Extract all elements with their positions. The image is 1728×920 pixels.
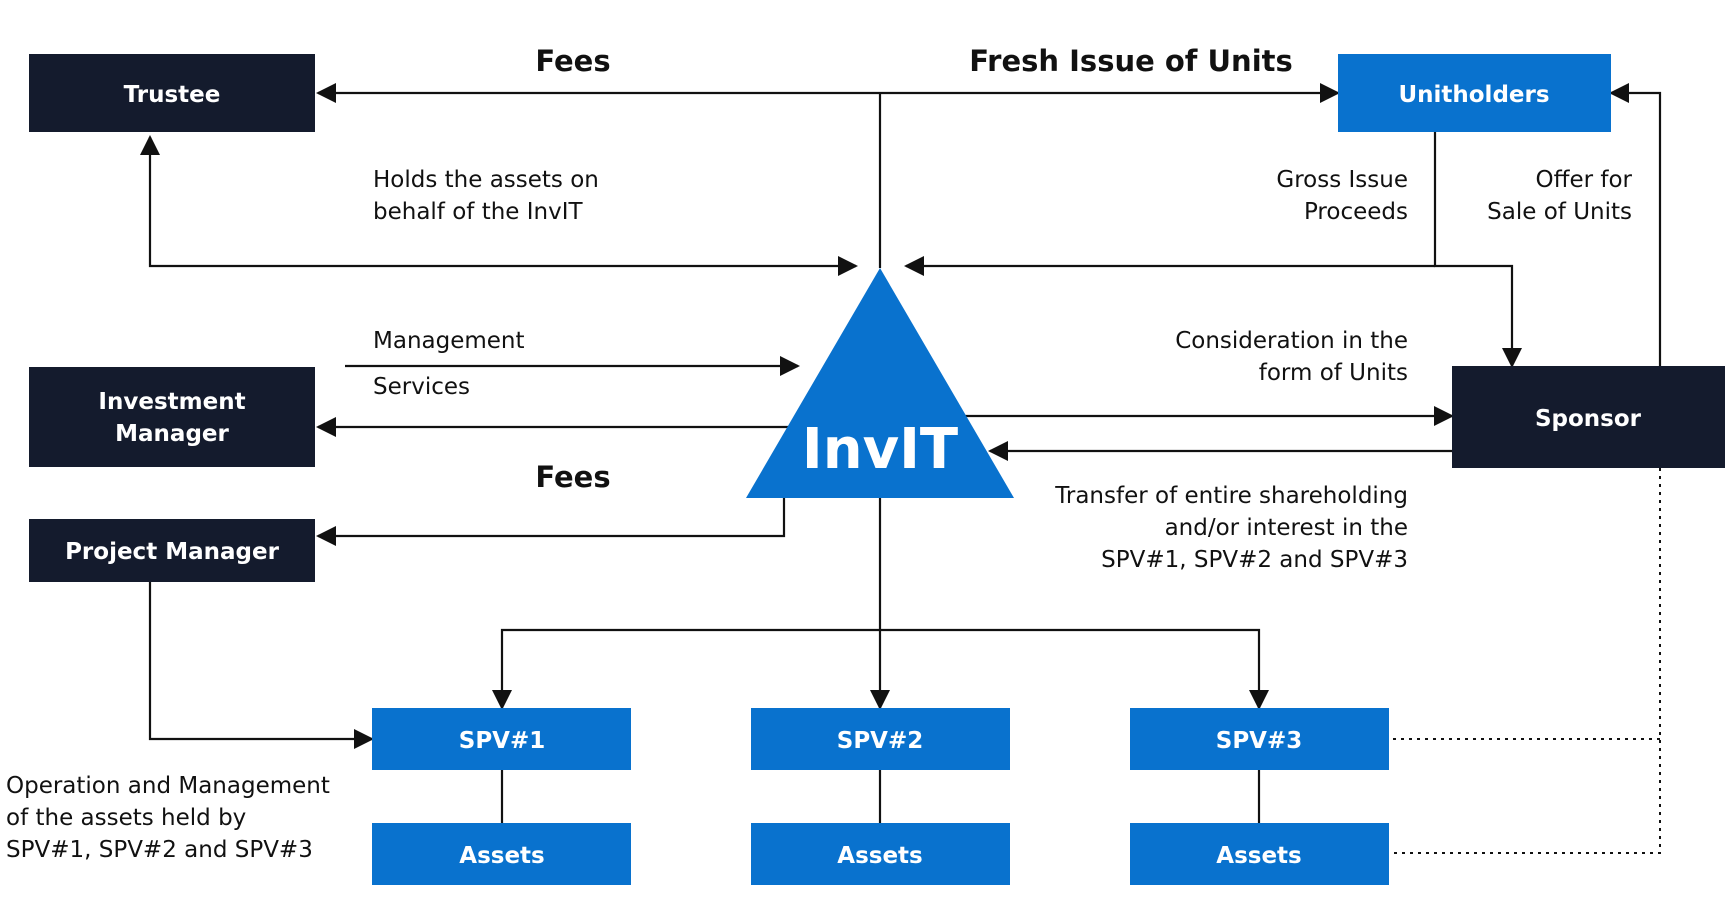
investment-manager-label-line1: Investment bbox=[98, 389, 245, 415]
assets1-box: Assets bbox=[372, 823, 631, 885]
fees-arrow-to-project-manager bbox=[316, 498, 786, 546]
trustee-label: Trustee bbox=[124, 82, 221, 108]
management-label: Management bbox=[373, 328, 525, 354]
trustee-invit-link bbox=[140, 135, 858, 276]
investment-manager-box: Investment Manager bbox=[29, 367, 315, 467]
services-label: Services bbox=[373, 374, 470, 400]
assets3-box: Assets bbox=[1130, 823, 1389, 885]
unitholders-box: Unitholders bbox=[1338, 54, 1611, 132]
project-manager-to-spv1 bbox=[148, 582, 374, 749]
holds-assets-line1: Holds the assets on bbox=[373, 167, 599, 193]
assets2-box: Assets bbox=[751, 823, 1010, 885]
spv2-box: SPV#2 bbox=[751, 708, 1010, 770]
holds-assets-line2: behalf of the InvIT bbox=[373, 199, 584, 225]
gross-issue-line2: Proceeds bbox=[1304, 199, 1408, 225]
trustee-box: Trustee bbox=[29, 54, 315, 132]
assets2-label: Assets bbox=[837, 843, 922, 869]
gross-issue-line bbox=[1433, 132, 1522, 368]
consideration-line2: form of Units bbox=[1259, 360, 1408, 386]
offer-for-sale-line bbox=[1609, 83, 1662, 366]
spv3-box: SPV#3 bbox=[1130, 708, 1389, 770]
fees-top-label: Fees bbox=[535, 44, 610, 78]
transfer-line2: and/or interest in the bbox=[1165, 515, 1408, 541]
unitholders-label: Unitholders bbox=[1398, 82, 1549, 108]
operation-line1: Operation and Management bbox=[6, 773, 330, 799]
spv1-box: SPV#1 bbox=[372, 708, 631, 770]
operation-line3: SPV#1, SPV#2 and SPV#3 bbox=[6, 837, 313, 863]
connectors bbox=[140, 83, 1662, 854]
project-manager-box: Project Manager bbox=[29, 519, 315, 582]
spv3-label: SPV#3 bbox=[1216, 728, 1303, 754]
assets3-label: Assets bbox=[1216, 843, 1301, 869]
gross-issue-line1: Gross Issue bbox=[1276, 167, 1408, 193]
offer-for-sale-line2: Sale of Units bbox=[1487, 199, 1632, 225]
spv-branch-right bbox=[880, 628, 1269, 710]
invit-label: InvIT bbox=[802, 417, 958, 482]
transfer-line3: SPV#1, SPV#2 and SPV#3 bbox=[1101, 547, 1408, 573]
sponsor-dotted-link bbox=[1389, 468, 1661, 854]
sponsor-box: Sponsor bbox=[1452, 366, 1725, 468]
assets1-label: Assets bbox=[459, 843, 544, 869]
spv-branch-left bbox=[492, 628, 880, 710]
transfer-line1: Transfer of entire shareholding bbox=[1054, 483, 1408, 509]
consideration-line1: Consideration in the bbox=[1175, 328, 1408, 354]
invit-triangle: InvIT bbox=[746, 268, 1014, 498]
fresh-issue-label: Fresh Issue of Units bbox=[969, 44, 1293, 78]
fees-mid-label: Fees bbox=[535, 460, 610, 494]
operation-line2: of the assets held by bbox=[6, 805, 246, 831]
investment-manager-label-line2: Manager bbox=[115, 421, 229, 447]
project-manager-label: Project Manager bbox=[65, 539, 279, 565]
sponsor-label: Sponsor bbox=[1535, 406, 1642, 432]
spv2-label: SPV#2 bbox=[837, 728, 924, 754]
spv1-label: SPV#1 bbox=[459, 728, 546, 754]
offer-for-sale-line1: Offer for bbox=[1536, 167, 1633, 193]
